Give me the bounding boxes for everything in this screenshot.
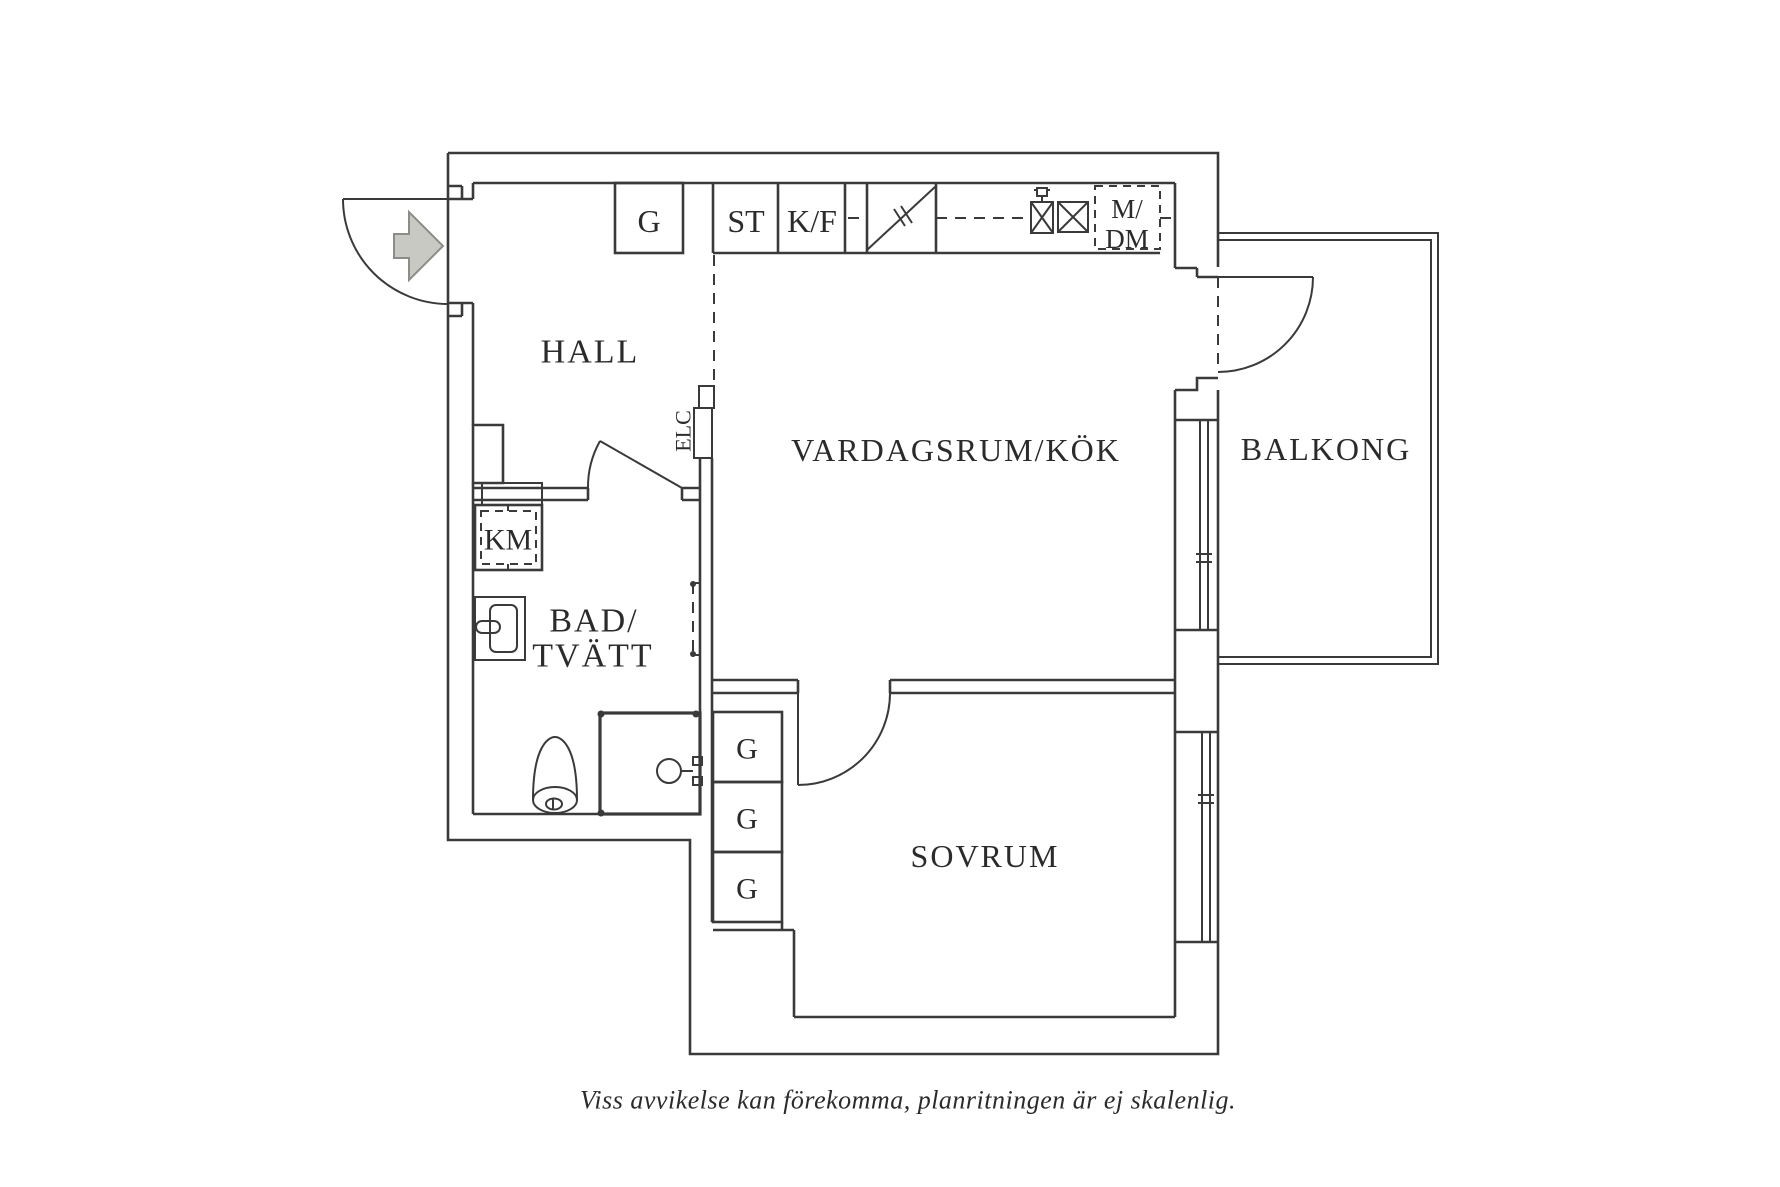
bedroom-door: [797, 692, 891, 786]
cabinet-label-fridge: K/F: [787, 203, 837, 239]
room-label-bath-line2: TVÄTT: [532, 638, 653, 675]
bedroom-window-glazing: [1198, 732, 1214, 942]
cabinet-label-mdm-line2: DM: [1105, 224, 1149, 254]
shower-head: [656, 758, 682, 784]
bath-door: [586, 440, 683, 489]
balcony-door-frame-top: [1173, 183, 1218, 279]
bedroom-door-swing-arc: [797, 692, 891, 786]
shower-enclosure: [598, 711, 702, 816]
wardrobe-label-3: G: [736, 873, 758, 906]
wall-inner-right: [1173, 376, 1218, 1017]
inner-walls: [448, 181, 1218, 1019]
shower-bracket: [692, 776, 703, 786]
room-label-balcony: BALKONG: [1241, 431, 1411, 467]
kitchen-cabinets: [613, 181, 1175, 386]
entrance-door-jambs: [448, 184, 473, 318]
entrance-arrow-icon: [393, 209, 445, 283]
sink-right-basin: [1057, 201, 1089, 233]
micro-dishwasher-box: [1094, 185, 1161, 250]
wardrobe-box-3: [711, 850, 784, 924]
sink-tap: [1036, 187, 1048, 197]
shower-corner-dot: [597, 710, 605, 718]
cabinet-dividers: [711, 183, 938, 253]
shower-corner-dot: [692, 710, 700, 718]
wardrobe-label-1: G: [736, 733, 758, 766]
bathroom-fixtures: [473, 482, 703, 817]
shower: [597, 710, 703, 817]
niche-dot: [690, 651, 696, 657]
living-window-glazing: [1196, 420, 1212, 630]
living-window-sills: [1175, 418, 1218, 632]
entrance-door-swing-arc: [342, 198, 449, 305]
wall-outer-top-right: [448, 151, 1220, 267]
counter-diagonal: [866, 185, 937, 251]
shelf-above-washer: [481, 482, 543, 506]
balcony-outline: [1218, 232, 1439, 665]
labels: HALL VARDAGSRUM/KÖK BALKONG BAD/ TVÄTT S…: [484, 194, 1411, 1115]
hall-wardrobe-box: [613, 181, 685, 255]
washbasin-faucet: [475, 620, 501, 634]
sink-left-cross: [1030, 201, 1054, 234]
balcony-outer-rail: [1218, 232, 1439, 665]
balcony-door: [1217, 276, 1314, 373]
washbasin-outer: [474, 596, 526, 661]
elc-box-top: [698, 385, 715, 409]
bedroom-wardrobes: [711, 710, 784, 924]
sink-tap-detail: [1034, 189, 1050, 202]
cabinet-label-wardrobe: G: [637, 203, 660, 239]
bedroom-west-wall: [713, 922, 796, 1017]
toilet: [532, 735, 578, 814]
cabinet-label-mdm-line1: M/: [1111, 194, 1143, 224]
washbasin-bowl: [489, 604, 518, 653]
elc-box-bottom: [693, 407, 713, 459]
room-label-bedroom: SOVRUM: [911, 838, 1060, 874]
elc-cabinet: [693, 385, 715, 459]
washing-machine-inner-dashed: [480, 510, 537, 565]
shower-corner-dot: [597, 809, 605, 817]
bath-door-leaf: [599, 440, 683, 489]
room-label-hall: HALL: [541, 334, 640, 371]
hall-wall-nook: [471, 423, 505, 485]
balcony-inner-rail: [1218, 239, 1432, 658]
entrance: [342, 198, 449, 305]
bath-right-wall: [698, 458, 714, 922]
balcony-door-swing-arc: [1217, 276, 1314, 373]
cabinet-label-cleaning: ST: [727, 203, 765, 239]
fixture-label-washer: KM: [484, 524, 532, 557]
wardrobe-label-2: G: [736, 803, 758, 836]
counter-break-mark: [893, 205, 913, 227]
bedroom-window-sills: [1175, 730, 1218, 944]
bedroom-top-wall: [712, 678, 1175, 695]
room-label-bath-line1: BAD/: [549, 603, 638, 640]
fixture-label-elc: ELC: [671, 410, 696, 452]
room-label-living: VARDAGSRUM/KÖK: [791, 432, 1121, 468]
shower-bracket: [692, 756, 703, 766]
plan-caption: Viss avvikelse kan förekomma, planritnin…: [580, 1086, 1236, 1115]
bath-door-swing-arc: [586, 440, 601, 489]
niche-dot: [690, 581, 696, 587]
sink-symbol: [1030, 187, 1089, 234]
hall-bath-wall: [473, 486, 700, 502]
wall-outer-right-bottom-left: [446, 153, 1220, 1056]
toilet-cistern: [532, 786, 578, 814]
outer-walls: [446, 151, 1220, 1056]
toilet-bowl: [532, 735, 578, 801]
windows: [1175, 418, 1218, 944]
washbasin: [474, 596, 526, 661]
sink-right-cross: [1057, 201, 1089, 233]
